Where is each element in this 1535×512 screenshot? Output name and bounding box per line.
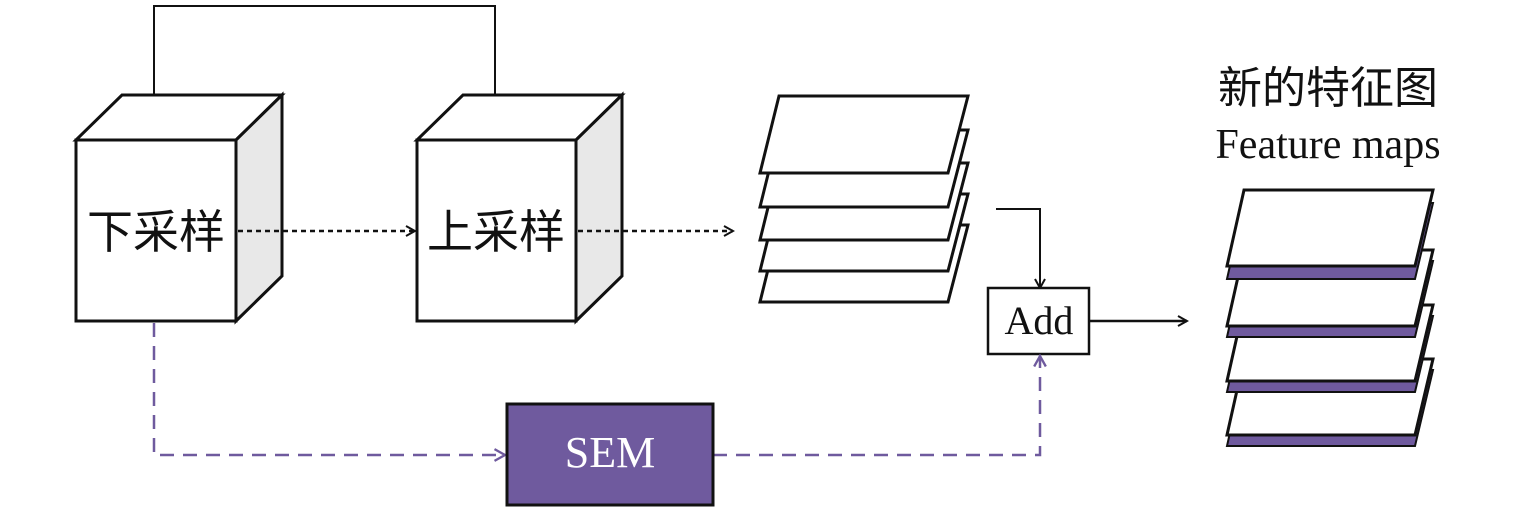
feature-layer bbox=[758, 94, 970, 175]
add-label: Add bbox=[1005, 298, 1074, 343]
output-title-en: Feature maps bbox=[1215, 122, 1440, 168]
down-to-sem-arrow bbox=[152, 323, 505, 455]
sem-to-add-arrow bbox=[713, 356, 1040, 457]
sem-module: SEM bbox=[505, 402, 715, 507]
add-node: Add bbox=[986, 286, 1091, 356]
output-layer bbox=[1225, 188, 1435, 280]
upsample-label: 上采样 bbox=[427, 207, 565, 258]
stack-to-add-arrow bbox=[996, 208, 1040, 288]
output-title-cn: 新的特征图 bbox=[1218, 64, 1438, 113]
intermediate-feature-stack bbox=[758, 94, 970, 304]
downsample-cube: 下采样 bbox=[72, 91, 286, 325]
sem-label: SEM bbox=[565, 428, 655, 477]
skip-connection-arrow bbox=[153, 5, 495, 140]
output-feature-stack bbox=[1225, 188, 1435, 447]
downsample-label: 下采样 bbox=[87, 207, 225, 258]
upsample-cube: 上采样 bbox=[413, 91, 626, 325]
